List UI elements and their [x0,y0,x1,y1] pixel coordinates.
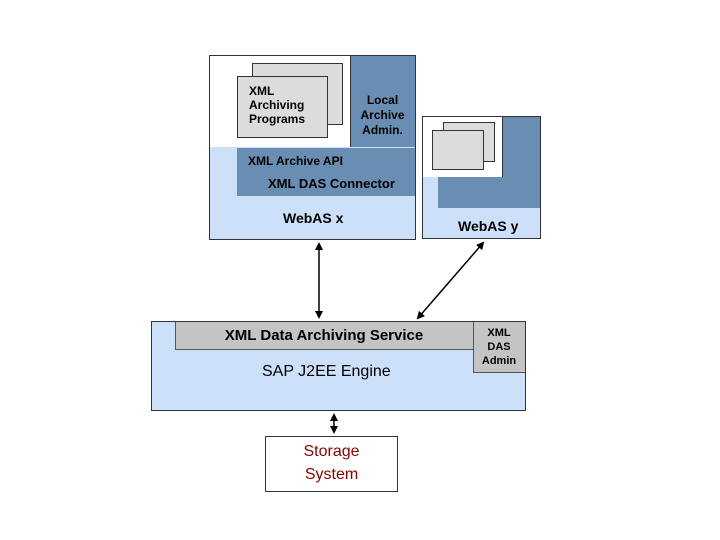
webas-y-title: WebAS y [458,218,519,234]
xml-das-connector-label: XML DAS Connector [268,176,395,191]
program-card-front [237,76,328,138]
sap-j2ee-engine-title: SAP J2EE Engine [262,363,391,380]
xml-data-archiving-service-label: XML Data Archiving Service [224,327,424,344]
xml-das-admin-box [473,322,525,373]
webas-y-card-front [432,130,484,170]
webas-x-title: WebAS x [283,210,344,226]
storage-system-box [265,436,398,492]
local-archive-admin-panel [350,56,415,147]
webas-y-connector-band [438,177,540,208]
local-archive-admin-label: Local Archive Admin. [360,93,405,137]
xml-archive-api-label: XML Archive API [248,154,343,168]
xml-das-admin-label: XML DAS Admin [481,327,517,367]
arrow-webas-y-to-j2ee [416,241,485,320]
xml-das-connector-band [237,148,415,196]
xml-archiving-programs-label: XML Archiving Programs [249,84,306,126]
webas-y-admin-panel [502,117,540,177]
xml-data-archiving-service-bar [175,322,473,350]
storage-system-label: Storage System [303,443,360,483]
